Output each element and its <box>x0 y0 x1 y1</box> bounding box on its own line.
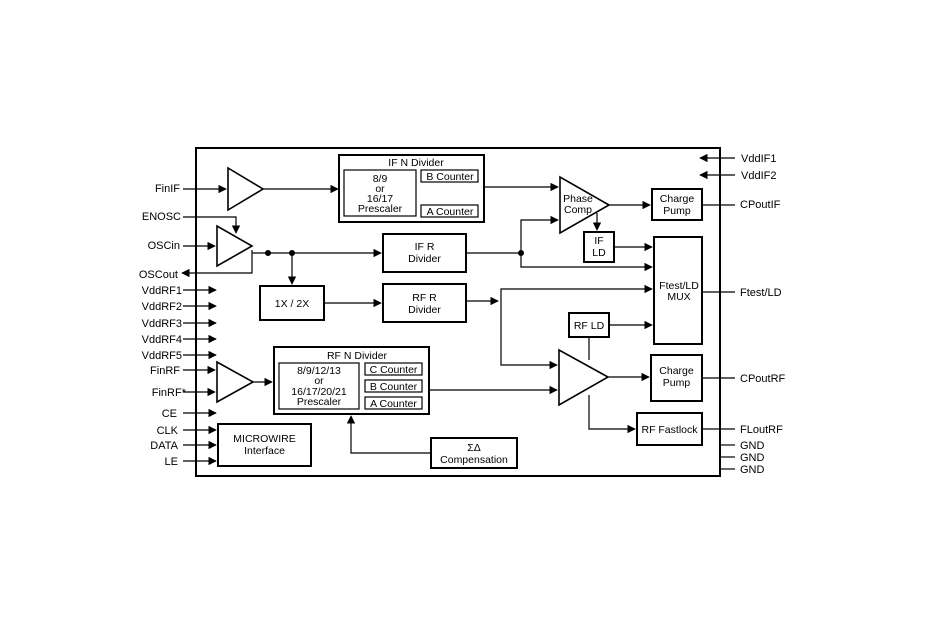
finif-buffer-amp <box>227 166 265 212</box>
pin-label-ftest-ld: Ftest/LD <box>740 287 782 299</box>
pin-label-oscin: OSCin <box>148 240 180 252</box>
svg-text:MUX: MUX <box>667 291 690 303</box>
svg-text:LD: LD <box>592 247 606 259</box>
oscin-buffer-amp <box>216 224 254 268</box>
pin-label-ce: CE <box>162 408 177 420</box>
svg-text:Divider: Divider <box>408 304 441 316</box>
junction-dot <box>265 250 271 256</box>
svg-text:Charge: Charge <box>659 365 694 377</box>
pin-label-vddif2: VddIF2 <box>741 170 776 182</box>
svg-text:A Counter: A Counter <box>427 206 474 218</box>
svg-text:or: or <box>314 375 324 387</box>
finrf-buffer-amp <box>216 360 255 404</box>
pin-label-vddrf4: VddRF4 <box>142 334 182 346</box>
svg-text:B Counter: B Counter <box>426 171 474 183</box>
svg-text:IF: IF <box>594 235 603 247</box>
svg-text:16/17/20/21: 16/17/20/21 <box>291 386 347 398</box>
pin-label-vddrf5: VddRF5 <box>142 350 182 362</box>
multiplier-block: 1X / 2X <box>259 285 325 321</box>
pin-label-vddrf1: VddRF1 <box>142 285 182 297</box>
pin-label-finrf: FinRF <box>150 365 180 377</box>
svg-text:Pump: Pump <box>663 205 691 217</box>
pin-label-gnd-1: GND <box>740 440 765 452</box>
rf-fastlock-block: RF Fastlock <box>636 412 703 446</box>
svg-text:8/9/12/13: 8/9/12/13 <box>297 365 341 377</box>
svg-text:RF R: RF R <box>412 292 437 304</box>
svg-text:1X / 2X: 1X / 2X <box>275 298 309 310</box>
charge-pump-if-block: Charge Pump <box>651 188 703 221</box>
svg-text:Charge: Charge <box>660 193 695 205</box>
pin-label-vddrf3: VddRF3 <box>142 318 182 330</box>
svg-text:B Counter: B Counter <box>370 381 418 393</box>
pin-label-finif: FinIF <box>155 183 180 195</box>
pin-label-oscout: OSCout <box>139 269 178 281</box>
svg-text:or: or <box>375 183 385 195</box>
pin-label-vddif1: VddIF1 <box>741 153 776 165</box>
pin-label-gnd-2: GND <box>740 452 765 464</box>
svg-text:Compensation: Compensation <box>440 454 508 466</box>
svg-text:Prescaler: Prescaler <box>297 396 342 408</box>
svg-text:IF R: IF R <box>415 241 435 253</box>
phase-comparator-if: Phase Comp <box>559 175 611 235</box>
sigma-delta-compensation-block: ΣΔ Compensation <box>430 437 518 469</box>
pin-label-enosc: ENOSC <box>142 211 181 223</box>
rf-ld-block: RF LD <box>568 312 610 338</box>
chip-outline <box>195 147 721 477</box>
svg-text:RF N Divider: RF N Divider <box>327 350 388 362</box>
if-n-divider-block: IF N Divider 8/9 or 16/17 Prescaler B Co… <box>338 154 485 223</box>
svg-text:A Counter: A Counter <box>370 398 417 410</box>
pin-label-le: LE <box>165 456 178 468</box>
svg-text:Comp: Comp <box>564 204 592 216</box>
svg-text:Pump: Pump <box>663 377 691 389</box>
svg-text:RF Fastlock: RF Fastlock <box>641 424 698 436</box>
svg-text:MICROWIRE: MICROWIRE <box>233 433 295 445</box>
svg-text:IF N Divider: IF N Divider <box>388 157 444 169</box>
pin-label-cpoutrf: CPoutRF <box>740 373 786 385</box>
svg-text:Phase: Phase <box>563 193 593 205</box>
pin-label-vddrf2: VddRF2 <box>142 301 182 313</box>
svg-text:16/17: 16/17 <box>367 193 393 205</box>
signal-wires <box>181 153 735 470</box>
svg-text:Interface: Interface <box>244 445 285 457</box>
pin-label-gnd-3: GND <box>740 464 765 476</box>
pin-label-clk: CLK <box>157 425 179 437</box>
rf-n-divider-block: RF N Divider 8/9/12/13 or 16/17/20/21 Pr… <box>273 346 430 415</box>
svg-text:RF LD: RF LD <box>574 320 605 332</box>
microwire-interface-block: MICROWIRE Interface <box>217 423 312 467</box>
rf-r-divider-block: RF R Divider <box>382 283 467 323</box>
pin-label-floutrf: FLoutRF <box>740 424 783 436</box>
phase-comparator-rf <box>558 348 610 407</box>
pin-label-cpoutif: CPoutIF <box>740 199 781 211</box>
svg-text:Prescaler: Prescaler <box>358 203 403 215</box>
svg-text:Ftest/LD: Ftest/LD <box>659 280 699 292</box>
svg-text:C Counter: C Counter <box>370 364 418 376</box>
charge-pump-rf-block: Charge Pump <box>650 354 703 402</box>
svg-text:Divider: Divider <box>408 253 441 265</box>
pin-label-data: DATA <box>150 440 178 452</box>
svg-text:ΣΔ: ΣΔ <box>467 442 481 454</box>
junction-dot <box>289 250 295 256</box>
if-ld-block: IF LD <box>583 231 615 263</box>
junction-dot <box>518 250 524 256</box>
pin-label-finrf-bar: FinRF* <box>152 387 187 399</box>
svg-text:8/9: 8/9 <box>373 173 388 185</box>
ftest-ld-mux-block: Ftest/LD MUX <box>653 236 703 345</box>
if-r-divider-block: IF R Divider <box>382 233 467 273</box>
